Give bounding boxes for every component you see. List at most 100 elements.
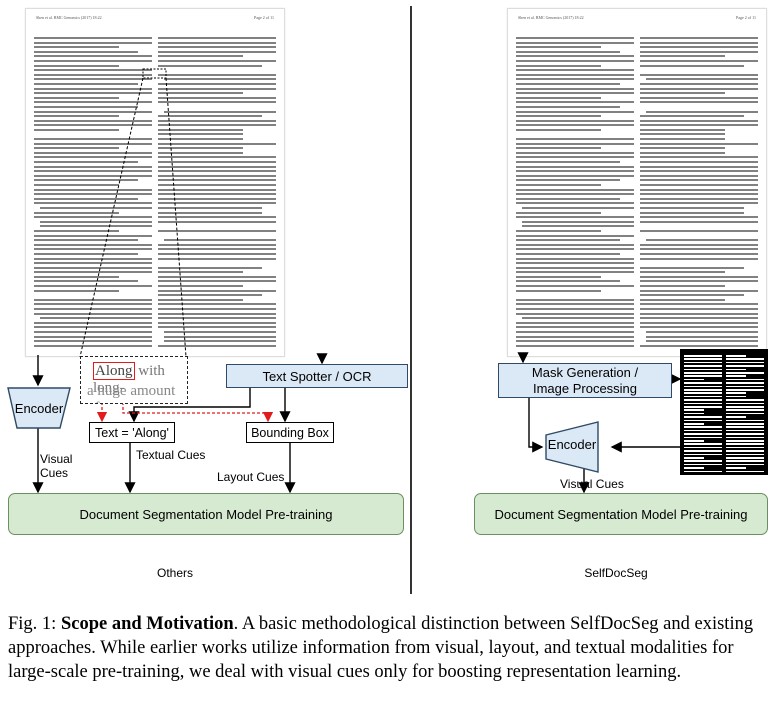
text-line xyxy=(158,115,262,118)
text-line xyxy=(640,82,758,85)
text-line xyxy=(516,275,601,278)
crop-highlight-word: Along xyxy=(93,362,135,380)
text-line xyxy=(34,170,152,173)
text-line xyxy=(34,216,152,219)
mask-line xyxy=(726,463,764,466)
text-line xyxy=(158,119,276,122)
caption-bold: Scope and Motivation xyxy=(60,614,234,634)
left-doc-header-right: Page 2 of 11 xyxy=(254,15,274,20)
text-line xyxy=(516,262,634,265)
text-line xyxy=(516,156,634,159)
text-line xyxy=(164,340,276,343)
text-line xyxy=(34,193,152,196)
text-line xyxy=(164,335,276,338)
mask-line xyxy=(684,423,704,425)
text-line xyxy=(516,128,601,131)
text-line xyxy=(516,344,634,347)
text-line xyxy=(158,197,276,200)
text-line xyxy=(158,303,276,306)
mask-line xyxy=(684,358,722,360)
text-line xyxy=(640,59,758,62)
text-line xyxy=(516,252,620,255)
text-line xyxy=(158,294,262,297)
mask-line xyxy=(726,457,764,459)
text-line xyxy=(516,331,634,333)
text-line xyxy=(640,170,758,173)
text-line xyxy=(640,156,758,159)
crop-line-2: a huge amount of r xyxy=(87,383,176,403)
text-line xyxy=(516,266,634,269)
text-line xyxy=(640,92,725,95)
text-line xyxy=(34,101,152,104)
mask-line xyxy=(684,402,722,405)
text-line xyxy=(158,184,276,186)
text-line xyxy=(516,82,620,85)
text-line xyxy=(34,50,138,53)
mask-line xyxy=(726,385,764,388)
text-line xyxy=(516,110,634,113)
text-line xyxy=(34,82,138,85)
text-line xyxy=(34,96,119,99)
text-line xyxy=(640,101,758,104)
mask-line xyxy=(726,399,764,401)
text-line xyxy=(34,115,119,118)
text-line xyxy=(640,344,758,347)
right-encoder-label: Encoder xyxy=(547,437,597,452)
text-line xyxy=(516,174,634,177)
text-line xyxy=(34,46,119,49)
text-line xyxy=(640,285,725,288)
text-line xyxy=(516,193,634,196)
mask-line xyxy=(684,399,722,401)
text-line xyxy=(516,229,601,232)
text-line xyxy=(640,243,758,246)
text-line xyxy=(516,147,601,150)
mask-line xyxy=(684,457,704,459)
right-doc-column-2 xyxy=(640,37,758,349)
caption-fig: Fig. 1: xyxy=(8,614,61,634)
text-line xyxy=(158,229,276,232)
text-line xyxy=(158,326,276,329)
mask-image xyxy=(680,349,768,475)
text-line xyxy=(516,142,634,145)
word-highlight-box xyxy=(142,68,167,79)
mask-line xyxy=(726,378,764,381)
text-line xyxy=(158,271,243,274)
mask-line xyxy=(684,382,722,384)
text-line xyxy=(516,138,634,141)
mask-line xyxy=(726,443,764,445)
mask-line xyxy=(684,406,722,408)
bounding-box-label: Bounding Box xyxy=(251,425,329,440)
text-line xyxy=(522,225,634,228)
text-line xyxy=(640,184,758,186)
text-line xyxy=(34,78,152,81)
text-line xyxy=(158,161,276,164)
text-line xyxy=(158,312,276,315)
text-line xyxy=(34,211,119,214)
mask-line xyxy=(726,358,764,360)
text-line xyxy=(34,69,152,72)
mask-line xyxy=(726,389,764,391)
text-line xyxy=(158,142,276,145)
text-line xyxy=(158,344,276,347)
text-line xyxy=(158,220,276,223)
text-line xyxy=(158,46,276,49)
left-doc-column-2 xyxy=(158,37,276,349)
mask-line xyxy=(684,409,704,411)
text-line xyxy=(516,239,620,242)
text-line xyxy=(516,308,634,311)
right-pretrain-label: Document Segmentation Model Pre-training xyxy=(494,506,748,522)
mask-line xyxy=(726,368,746,371)
left-visual-cues-label: Visual Cues xyxy=(40,452,73,480)
left-doc-column-1 xyxy=(34,37,152,349)
text-line xyxy=(516,96,601,99)
text-line xyxy=(516,321,634,324)
text-line xyxy=(516,87,634,90)
text-line xyxy=(646,331,758,333)
text-line xyxy=(516,184,601,186)
text-line xyxy=(516,165,634,168)
text-line xyxy=(164,239,276,242)
text-line xyxy=(516,69,634,72)
mask-gen-box: Mask Generation / Image Processing xyxy=(498,363,672,398)
text-line xyxy=(34,312,152,315)
text-line xyxy=(34,271,152,274)
